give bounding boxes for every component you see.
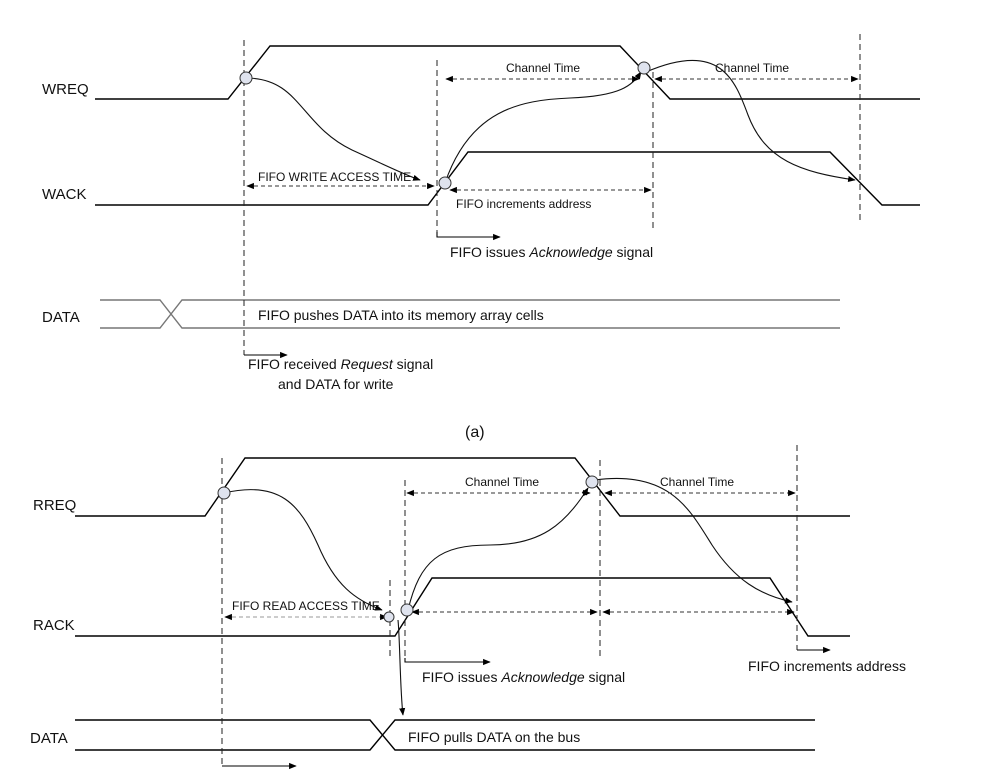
wreq-label: WREQ [42,81,89,98]
curve-a-wreq-to-wack [245,77,421,181]
read-access-time-label: FIFO READ ACCESS TIME [232,599,380,613]
curve-a-wreq-to-wack-end [645,59,856,183]
wack-waveform [95,151,920,206]
increments-address-b-label: FIFO increments address [748,658,906,674]
issues-ack-b-label: FIFO issues Acknowledge signal [422,669,625,685]
node-b-rack-a [383,611,395,623]
pushes-data-label: FIFO pushes DATA into its memory array c… [258,307,544,323]
wack-label: WACK [42,186,86,203]
data-b-label: DATA [30,730,68,747]
curve-b-rack-to-rreq [407,487,589,611]
channel-time-b1-label: Channel Time [465,475,539,489]
node-a-wreq-fall [637,61,651,75]
curve-b-rreq-to-rack-end [594,478,793,604]
write-access-time-label: FIFO WRITE ACCESS TIME [258,170,411,184]
node-b-rreq-fall [585,475,599,489]
node-a-wreq-rise [239,71,253,85]
pulls-data-label: FIFO pulls DATA on the bus [408,729,580,745]
curve-b-rack-to-data [397,619,406,716]
increments-address-a-label: FIFO increments address [456,197,591,211]
issues-ack-b-arrow [404,658,491,666]
channel-time-a1-label: Channel Time [506,61,580,75]
diagram-a: WREQ WACK DATA Channel Time Channel Time… [42,34,920,441]
rack-label: RACK [33,617,75,634]
rack-waveform [75,577,850,637]
caption-a: (a) [465,424,485,441]
data-a-bus [100,299,840,329]
received-request-label: FIFO received Request signal [248,356,433,372]
issues-ack-a-arrow [436,232,501,241]
received-request-label-line2: and DATA for write [278,376,394,392]
rreq-waveform [75,457,850,517]
data-a-label: DATA [42,309,80,326]
rreq-label: RREQ [33,497,76,514]
node-a-wack-rise [438,176,452,190]
curve-b-rreq-to-rack [223,489,383,611]
issues-ack-a-label: FIFO issues Acknowledge signal [450,244,653,260]
curve-a-wack-to-wreq [444,71,642,184]
node-b-rreq-rise [217,486,231,500]
wreq-waveform [95,45,920,100]
channel-time-a2-label: Channel Time [715,61,789,75]
diagram-b: RREQ RACK DATA Channel Time Channel Time… [30,445,906,770]
node-b-rack-rise [400,603,414,617]
channel-time-b2-label: Channel Time [660,475,734,489]
